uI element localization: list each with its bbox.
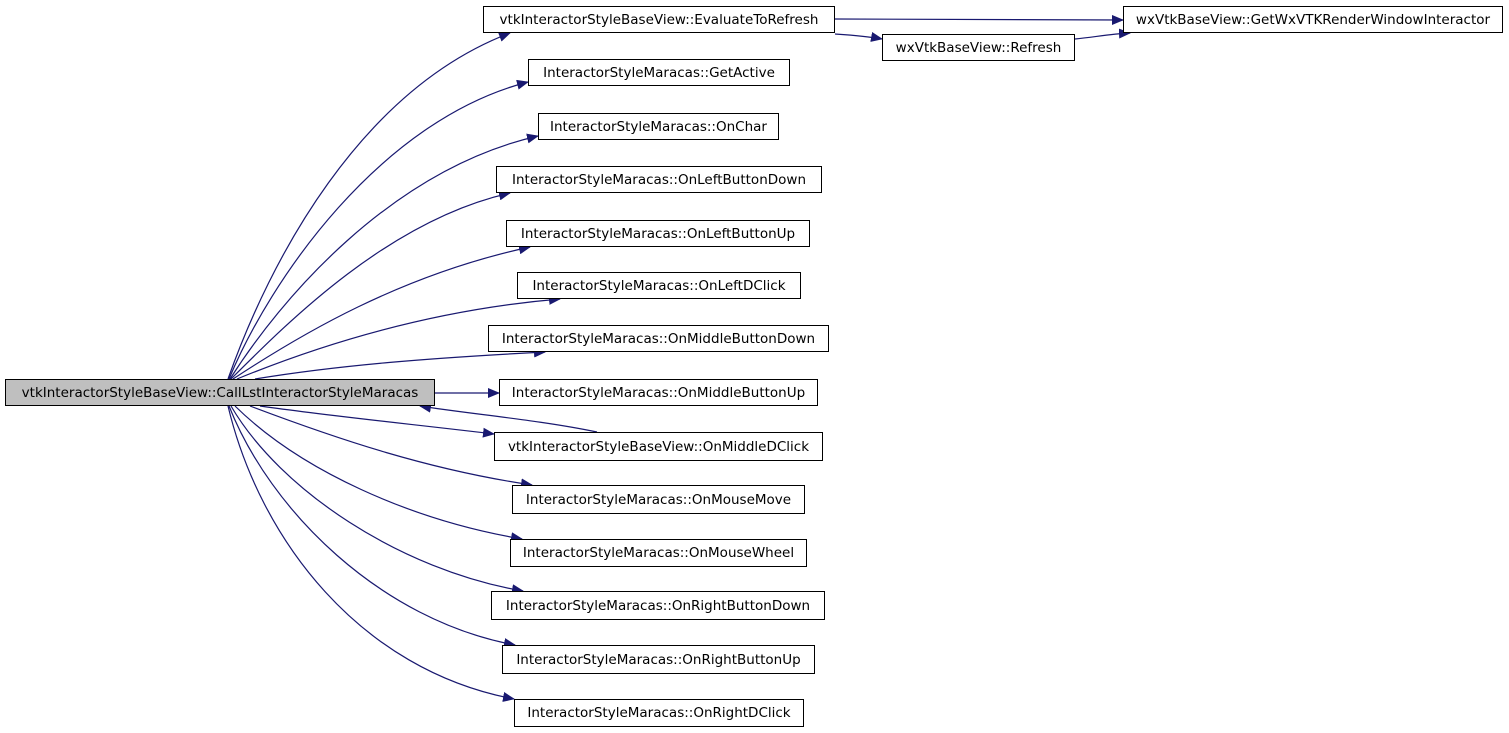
edge-root-to-on-right-button-down xyxy=(230,405,524,595)
edge-root-to-on-mouse-wheel xyxy=(234,405,523,543)
edge-refresh-to-get-render-window-interactor xyxy=(1074,28,1131,40)
node-wx-vtk-base-view-refresh[interactable]: wxVtkBaseView::Refresh xyxy=(882,34,1075,61)
edge-evaluate-to-refresh-to-refresh xyxy=(834,32,883,42)
edge-root-to-on-middle-dclick xyxy=(259,405,495,438)
edge-root-to-on-left-dclick xyxy=(236,294,561,380)
node-on-middle-button-up[interactable]: InteractorStyleMaracas::OnMiddleButtonUp xyxy=(499,379,818,406)
edge-root-to-on-middle-button-down xyxy=(254,347,546,380)
edge-root-to-on-char xyxy=(229,133,539,380)
node-on-left-button-down[interactable]: InteractorStyleMaracas::OnLeftButtonDown xyxy=(496,166,822,193)
node-on-mouse-move[interactable]: InteractorStyleMaracas::OnMouseMove xyxy=(512,485,805,514)
edge-evaluate-to-refresh-to-get-render-window-interactor xyxy=(834,14,1124,25)
edge-root-to-on-left-button-up xyxy=(232,244,531,380)
edge-root-to-evaluate-to-refresh xyxy=(227,32,511,380)
edge-root-to-on-right-dclick xyxy=(227,405,515,702)
node-evaluate-to-refresh[interactable]: vtkInteractorStyleBaseView::EvaluateToRe… xyxy=(483,6,835,33)
node-call-lst-interactor-style-maracas: vtkInteractorStyleBaseView::CallLstInter… xyxy=(5,379,435,406)
node-on-mouse-wheel[interactable]: InteractorStyleMaracas::OnMouseWheel xyxy=(510,539,807,567)
node-on-char[interactable]: InteractorStyleMaracas::OnChar xyxy=(538,113,779,140)
node-get-wx-vtk-render-window-interactor[interactable]: wxVtkBaseView::GetWxVTKRenderWindowInter… xyxy=(1123,6,1503,33)
edge-on-middle-dclick-to-root xyxy=(419,402,598,433)
node-on-left-dclick[interactable]: InteractorStyleMaracas::OnLeftDClick xyxy=(517,272,801,299)
node-on-middle-dclick[interactable]: vtkInteractorStyleBaseView::OnMiddleDCli… xyxy=(494,432,823,461)
node-get-active[interactable]: InteractorStyleMaracas::GetActive xyxy=(528,59,790,86)
edge-root-to-on-mouse-move xyxy=(249,405,533,489)
node-on-right-dclick[interactable]: InteractorStyleMaracas::OnRightDClick xyxy=(514,699,804,727)
node-on-right-button-down[interactable]: InteractorStyleMaracas::OnRightButtonDow… xyxy=(491,591,825,620)
node-on-left-button-up[interactable]: InteractorStyleMaracas::OnLeftButtonUp xyxy=(506,220,810,247)
node-on-right-button-up[interactable]: InteractorStyleMaracas::OnRightButtonUp xyxy=(502,645,815,674)
edge-root-to-on-left-button-down xyxy=(230,190,511,380)
node-on-middle-button-down[interactable]: InteractorStyleMaracas::OnMiddleButtonDo… xyxy=(488,325,829,352)
edge-root-to-on-right-button-up xyxy=(228,405,516,648)
edge-root-to-get-active xyxy=(228,79,529,380)
